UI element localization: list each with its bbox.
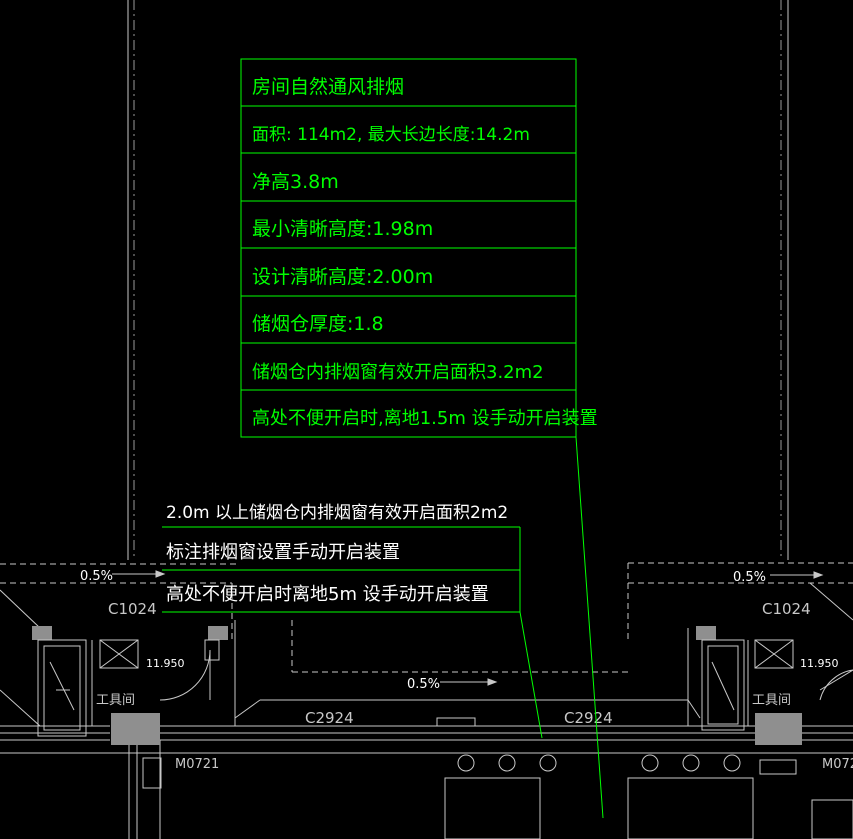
slope-arrows [112, 570, 824, 686]
left-shaft-detail [32, 626, 228, 789]
right-shaft-detail [696, 626, 853, 775]
smoke-table-row-7: 储烟仓内排烟窗有效开启面积3.2m2 [252, 362, 544, 383]
slope-label-right: 0.5% [733, 570, 766, 585]
note-table: 2.0m 以上储烟仓内排烟窗有效开启面积2m2 标注排烟窗设置手动开启装置 高处… [162, 503, 521, 613]
level-label-left: 11.950 [146, 657, 185, 670]
note-table-header: 2.0m 以上储烟仓内排烟窗有效开启面积2m2 [166, 503, 508, 523]
window-label-c2924-right: C2924 [564, 709, 613, 727]
door-label-m072-right: M072 [822, 757, 853, 772]
slope-label-center: 0.5% [407, 677, 440, 692]
note-table-row-1: 标注排烟窗设置手动开启装置 [166, 542, 400, 563]
smoke-table-row-5: 设计清晰高度:2.00m [252, 266, 433, 288]
smoke-table-row-2: 面积: 114m2, 最大长边长度:14.2m [252, 125, 530, 145]
level-label-right: 11.950 [800, 657, 839, 670]
tool-room-label-right: 工具间 [752, 693, 791, 708]
window-label-c2924-left: C2924 [305, 709, 354, 727]
smoke-exhaust-table: 房间自然通风排烟 面积: 114m2, 最大长边长度:14.2m 净高3.8m … [240, 58, 598, 438]
smoke-table-row-3: 净高3.8m [252, 171, 339, 193]
plan-labels: 0.5% 0.5% 0.5% C1024 C1024 11.950 11.950… [80, 569, 853, 772]
note-table-row-2: 高处不便开启时离地5m 设手动开启装置 [166, 584, 489, 605]
smoke-table-row-1: 房间自然通风排烟 [252, 76, 404, 98]
window-label-c1024-right: C1024 [762, 600, 811, 618]
smoke-table-row-4: 最小清晰高度:1.98m [252, 218, 433, 240]
window-label-c1024-left: C1024 [108, 600, 157, 618]
leader-lines [519, 436, 604, 819]
door-label-m0721-left: M0721 [175, 757, 219, 772]
tool-room-label-left: 工具间 [96, 693, 135, 708]
bollard-circles [457, 754, 741, 772]
smoke-table-row-8: 高处不便开启时,离地1.5m 设手动开启装置 [252, 408, 598, 429]
smoke-table-row-6: 储烟仓厚度:1.8 [252, 313, 384, 335]
slope-label-left: 0.5% [80, 569, 113, 584]
